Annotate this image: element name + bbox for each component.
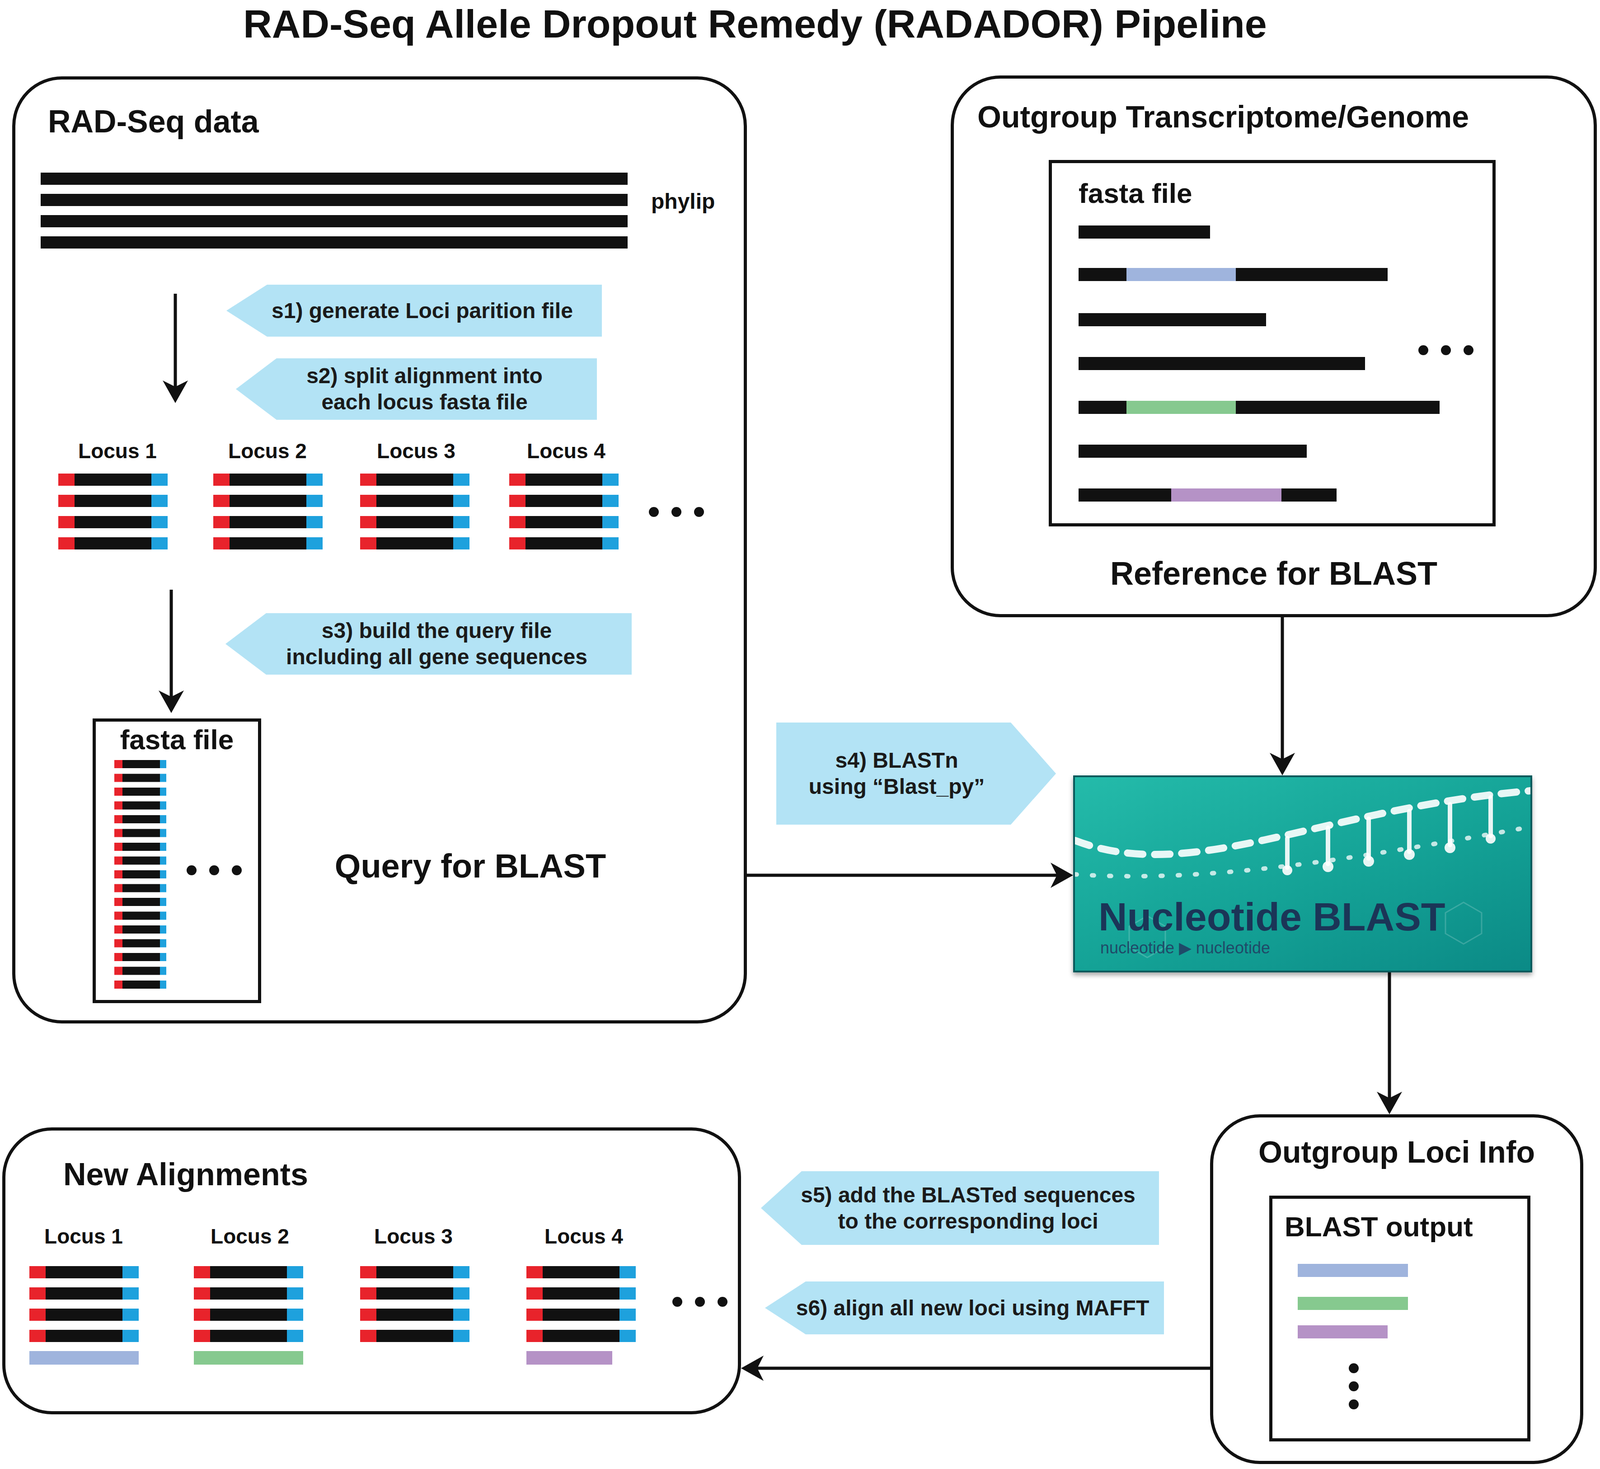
fasta-box: fasta file	[92, 718, 262, 1004]
flow-arrow	[746, 862, 1074, 888]
node-heading: RAD-Seq data	[47, 103, 259, 141]
node-heading: BLAST output	[1284, 1210, 1474, 1243]
arrow-head	[1376, 1091, 1403, 1115]
node-subtext: nucleotide ▶ nucleotide	[1100, 938, 1271, 958]
label-text: Query for BLAST	[334, 846, 606, 886]
step-callout: s2) split alignment into each locus fast…	[235, 358, 597, 420]
label-text: Locus 3	[376, 439, 456, 464]
new-locus-alignments	[29, 1266, 728, 1365]
callout-arrow-shape	[226, 284, 602, 337]
callout-arrow-shape	[764, 1281, 1164, 1335]
node-heading: Outgroup Loci Info	[1258, 1134, 1535, 1170]
arrow-line	[1280, 617, 1285, 762]
callout-shape	[776, 722, 1056, 825]
label-text: Locus 1	[78, 439, 157, 464]
label-text: Locus 4	[526, 439, 606, 464]
step-text: s3) build the query file including all g…	[276, 617, 598, 670]
reference-sequences	[1078, 225, 1474, 502]
reference-panel: Outgroup Transcriptome/GenomeReference f…	[950, 75, 1597, 618]
locus-alignments	[58, 473, 704, 550]
flow-arrow	[741, 1355, 1211, 1381]
arrow-head	[741, 1355, 764, 1381]
fasta-box: fasta file	[1048, 159, 1496, 527]
label-text: Locus 2	[228, 439, 307, 464]
step-text: s4) BLASTn using “Blast_py”	[806, 747, 988, 800]
blast-output-box: BLAST output	[1269, 1195, 1531, 1442]
arrow-head	[1050, 862, 1074, 888]
blast-result-panel: Outgroup Loci InfoBLAST output	[1210, 1114, 1584, 1464]
flow-arrow	[1376, 972, 1403, 1115]
callout-arrow-shape	[225, 613, 632, 675]
output-panel: New Alignments	[2, 1127, 742, 1415]
node-heading: fasta file	[1078, 177, 1193, 210]
arrow-head	[1269, 752, 1296, 776]
step-callout: s3) build the query file including all g…	[225, 613, 632, 675]
step-callout: s4) BLASTn using “Blast_py”	[776, 722, 1056, 825]
arrow-line	[1388, 972, 1392, 1101]
step-callout: s5) add the BLASTed sequences to the cor…	[760, 1171, 1159, 1245]
blast-tool: Nucleotide BLASTnucleotide ▶ nucleotide	[1073, 775, 1533, 973]
step-text: s5) add the BLASTed sequences to the cor…	[794, 1182, 1143, 1235]
arrow-line	[754, 1366, 1211, 1371]
step-text: s6) align all new loci using MAFFT	[796, 1295, 1150, 1322]
step-callout: s1) generate Loci parition file	[226, 284, 602, 337]
label-text: Locus 1	[44, 1224, 123, 1249]
phylip-alignment	[40, 172, 628, 249]
blast-hits	[1297, 1263, 1408, 1410]
query-sequences	[114, 760, 242, 989]
label-text: Locus 3	[374, 1224, 453, 1249]
label-text: phylip	[651, 188, 715, 214]
callout-shape	[760, 1171, 1159, 1245]
node-heading: fasta file	[120, 723, 235, 756]
node-heading: Nucleotide BLAST	[1098, 893, 1446, 940]
diagram-title: RAD-Seq Allele Dropout Remedy (RADADOR) …	[243, 0, 1267, 47]
label-text: Locus 2	[210, 1224, 290, 1249]
node-subtext: Reference for BLAST	[1110, 554, 1438, 593]
step-callout: s6) align all new loci using MAFFT	[764, 1281, 1164, 1335]
node-heading: Outgroup Transcriptome/Genome	[977, 98, 1469, 135]
callout-arrow-shape	[760, 1171, 1159, 1245]
label-text: Locus 4	[544, 1224, 624, 1249]
node-heading: New Alignments	[63, 1156, 309, 1193]
callout-arrow-shape	[235, 358, 597, 420]
arrow-line	[746, 873, 1060, 878]
callout-arrow-shape	[776, 722, 1056, 825]
flow-arrow	[1269, 617, 1296, 776]
step-text: s2) split alignment into each locus fast…	[293, 362, 556, 415]
step-text: s1) generate Loci parition file	[271, 297, 573, 324]
